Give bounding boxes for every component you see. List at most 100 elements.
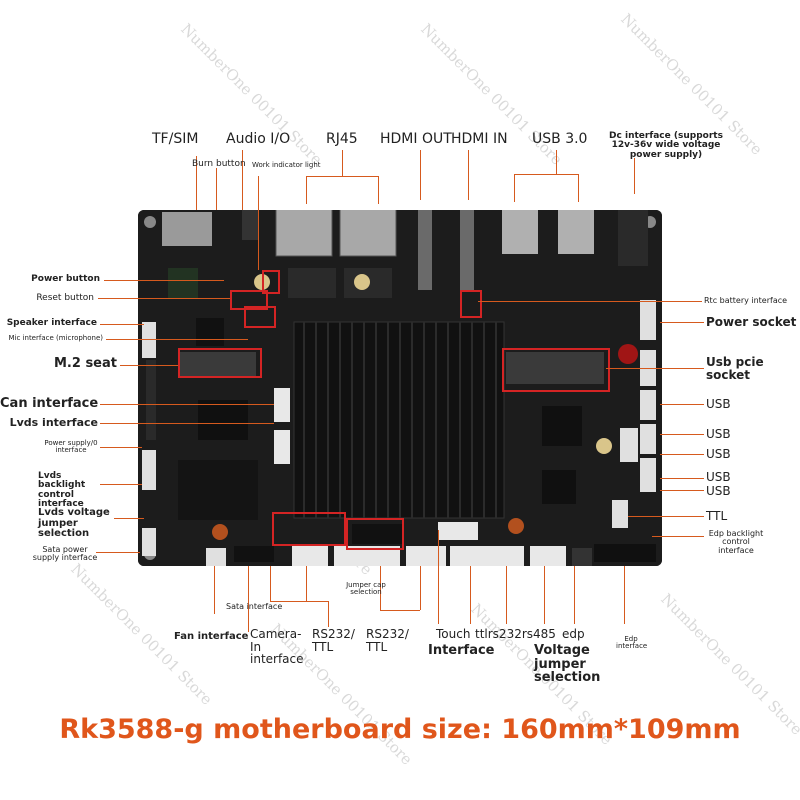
- speaker-highlight: [244, 306, 276, 328]
- label-interface: Interface: [428, 643, 495, 658]
- label-ttl: TTL: [706, 509, 728, 523]
- leader-line: [380, 610, 420, 611]
- leader-line: [258, 176, 259, 270]
- label-ttl-rs232-rs485: ttlrs232rs485: [475, 627, 556, 641]
- leader-line: [544, 566, 545, 624]
- label-power-io: Power supply/0 interface: [44, 439, 98, 455]
- label-edp-interface: Edp interface: [616, 635, 648, 651]
- label-usb-2: USB: [706, 427, 731, 441]
- leader-line: [242, 150, 243, 210]
- label-can-interface: Can interface: [0, 396, 99, 411]
- label-usb-4: USB: [706, 470, 731, 484]
- leader-line: [106, 339, 248, 340]
- leader-line: [104, 280, 224, 281]
- label-work-indicator: Work indicator light: [252, 161, 321, 169]
- leader-line: [660, 322, 704, 323]
- leader-line: [214, 566, 215, 614]
- board-graphic: [138, 200, 662, 566]
- leader-line: [306, 566, 307, 602]
- leader-line: [100, 484, 142, 485]
- leader-line: [380, 566, 381, 610]
- leader-line: [606, 368, 704, 369]
- leader-line: [478, 301, 702, 302]
- work-indicator-highlight: [262, 270, 280, 294]
- leader-line: [578, 174, 579, 202]
- leader-line: [114, 518, 144, 519]
- leader-line: [342, 150, 343, 176]
- label-sata-interface: Sata interface: [226, 602, 283, 611]
- leader-line: [506, 566, 507, 624]
- label-rs232-ttl-1: RS232/ TTL: [312, 627, 355, 654]
- m2-seat-highlight: [178, 348, 262, 378]
- label-m2-seat: M.2 seat: [54, 356, 117, 371]
- leader-line: [100, 324, 144, 325]
- label-lvds-voltage: Lvds voltage jumper selection: [38, 507, 110, 539]
- leader-line: [514, 174, 578, 175]
- leader-line: [196, 156, 197, 210]
- label-audio-io: Audio I/O: [226, 131, 291, 147]
- label-tf-sim: TF/SIM: [152, 131, 199, 147]
- leader-line: [100, 423, 274, 424]
- label-sata-power: Sata power supply interface: [32, 545, 98, 563]
- label-mic-interface: Mic interface (microphone): [8, 334, 104, 342]
- leader-line: [100, 404, 274, 405]
- leader-line: [660, 478, 704, 479]
- label-power-button: Power button: [31, 274, 100, 284]
- label-usb-5: USB: [706, 484, 731, 498]
- camera-highlight: [272, 512, 346, 546]
- leader-line: [378, 176, 379, 204]
- leader-line: [270, 601, 328, 602]
- label-lvds-backlight: Lvds backlight control interface: [38, 471, 86, 510]
- leader-line: [556, 150, 557, 174]
- leader-line: [634, 158, 635, 194]
- label-hdmi-out: HDMI OUT: [380, 131, 452, 147]
- leader-line: [98, 298, 230, 299]
- leader-line: [100, 447, 142, 448]
- leader-line: [624, 566, 625, 624]
- leader-line: [660, 434, 704, 435]
- board-size-title: Rk3588-g motherboard size: 160mm*109mm: [59, 714, 741, 745]
- leader-line: [96, 552, 140, 553]
- label-fan-interface: Fan interface: [174, 631, 249, 642]
- label-camera-interface: Camera- In interface: [250, 627, 304, 667]
- rtc-highlight: [460, 290, 482, 318]
- leader-line: [328, 601, 329, 627]
- label-usb30: USB 3.0: [532, 131, 588, 147]
- label-usb-1: USB: [706, 397, 731, 411]
- leader-line: [216, 168, 217, 210]
- label-jumper-cap: Jumper cap selection: [346, 581, 386, 597]
- label-voltage-jumper: Voltage jumper selection: [534, 643, 601, 686]
- label-rs232-ttl-2: RS232/ TTL: [366, 627, 409, 654]
- leader-line: [514, 174, 515, 202]
- label-edp: edp: [562, 627, 585, 641]
- label-hdmi-in: HDMI IN: [451, 131, 508, 147]
- leader-line: [470, 566, 471, 624]
- leader-line: [420, 150, 421, 200]
- motherboard: [138, 200, 662, 566]
- leader-line: [660, 490, 704, 491]
- leader-line: [438, 530, 439, 624]
- leader-line: [270, 566, 271, 602]
- leader-line: [120, 365, 178, 366]
- leader-line: [306, 176, 307, 204]
- label-power-socket: Power socket: [706, 315, 797, 329]
- leader-line: [306, 176, 378, 177]
- label-burn-button: Burn button: [192, 159, 246, 169]
- leader-line: [660, 454, 704, 455]
- leader-line: [652, 536, 704, 537]
- label-speaker-interface: Speaker interface: [6, 318, 97, 328]
- label-rj45: RJ45: [326, 131, 358, 147]
- label-usb-3: USB: [706, 447, 731, 461]
- label-lvds-interface: Lvds interface: [9, 416, 98, 429]
- label-edp-backlight: Edp backlight control interface: [708, 529, 764, 555]
- leader-line: [468, 150, 469, 200]
- reset-button-highlight: [230, 290, 268, 310]
- label-touch: Touch: [436, 627, 471, 641]
- label-usb-pcie: Usb pcie socket: [706, 355, 764, 382]
- leader-line: [420, 566, 421, 610]
- label-dc-interface: Dc interface (supports 12v-36v wide volt…: [609, 131, 723, 160]
- usb-pcie-highlight: [502, 348, 610, 392]
- jumper-highlight: [346, 518, 404, 550]
- label-rtc-battery: Rtc battery interface: [704, 296, 788, 305]
- leader-line: [574, 566, 575, 624]
